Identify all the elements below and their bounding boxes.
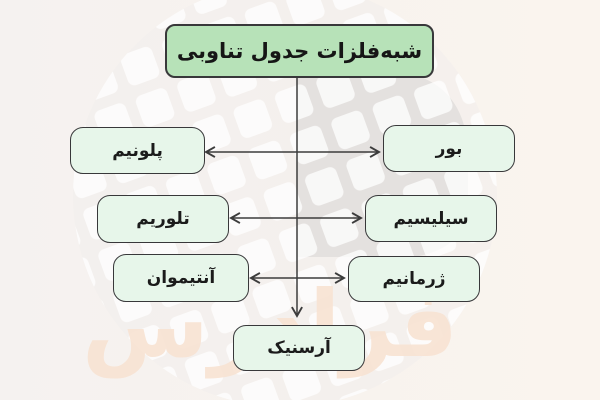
node-polonium: پلونیم <box>70 127 205 174</box>
node-germanium: ژرمانیم <box>348 256 480 302</box>
node-tellurium: تلوریم <box>97 195 229 243</box>
diagram-title: شبه‌فلزات جدول تناوبی <box>165 24 434 78</box>
node-boron: بور <box>383 125 515 172</box>
node-antimony: آنتیموان <box>113 254 249 302</box>
node-arsenic: آرسنیک <box>233 325 365 371</box>
node-silicon: سیلیسیم <box>365 195 497 242</box>
